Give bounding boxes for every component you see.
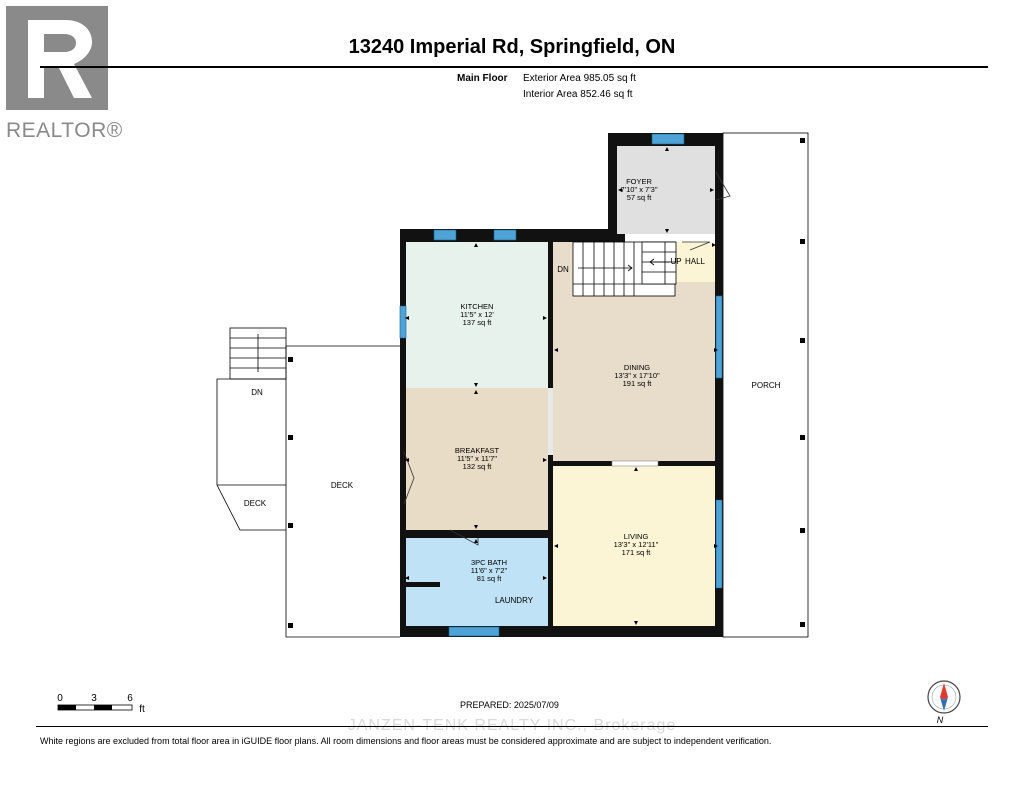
realtor-logo-mark xyxy=(6,6,108,110)
wall-bath-laundry xyxy=(404,582,440,587)
footer-divider xyxy=(36,726,988,727)
floor-name: Main Floor xyxy=(457,73,508,84)
dining-dims: 13'3" x 17'10" xyxy=(614,371,660,380)
deck-label: DECK xyxy=(331,481,354,490)
door-opening-living xyxy=(611,460,659,467)
window-living xyxy=(715,499,723,589)
wall-right xyxy=(715,133,723,637)
bath-dims: 11'6" x 7'2" xyxy=(471,566,508,575)
laundry-label: LAUNDRY xyxy=(495,596,534,605)
window-kitchen-2 xyxy=(493,229,517,241)
window-dining xyxy=(715,295,723,379)
door-hall xyxy=(682,241,711,251)
wall-foyer-left xyxy=(608,133,617,242)
foyer-name: FOYER xyxy=(626,177,652,186)
dining-area: 191 sq ft xyxy=(623,379,653,388)
outside-dn-label: DN xyxy=(251,388,263,397)
bath-area: 81 sq ft xyxy=(477,574,503,583)
kitchen-name: KITCHEN xyxy=(461,302,494,311)
scale-tick-6: 6 xyxy=(127,693,133,704)
wall-breakfast-bath xyxy=(404,530,553,538)
breakfast-name: BREAKFAST xyxy=(455,446,500,455)
opening xyxy=(548,388,553,455)
stair-up xyxy=(641,241,677,285)
scale-unit: ft xyxy=(139,704,145,715)
hall-fill xyxy=(676,242,717,282)
realtor-logo-text: REALTOR® xyxy=(6,119,123,142)
door-bath xyxy=(449,529,479,546)
bath-name: 3PC BATH xyxy=(471,558,507,567)
living-name: LIVING xyxy=(624,532,649,541)
kitchen-fill xyxy=(404,242,548,388)
living-area: 171 sq ft xyxy=(622,548,652,557)
exterior-area: Exterior Area 985.05 sq ft xyxy=(523,73,636,84)
wall-kitchen-dining xyxy=(548,242,553,388)
stairs-up-label: UP xyxy=(670,257,681,266)
scale-bar: 0 3 6 ft xyxy=(57,693,145,715)
interior-stairs xyxy=(572,241,677,297)
foyer-fill xyxy=(617,146,717,234)
foyer-dims: 7'10" x 7'3" xyxy=(621,185,658,194)
wall-bottom xyxy=(400,626,723,637)
page-title: 13240 Imperial Rd, Springfield, ON xyxy=(348,36,676,58)
compass-icon: N xyxy=(927,680,961,725)
foyer-area: 57 sq ft xyxy=(627,193,653,202)
wall-left xyxy=(400,229,406,637)
title-divider xyxy=(40,66,988,68)
deck-outline xyxy=(285,345,400,638)
outside-stairs xyxy=(229,327,287,380)
breakfast-area: 132 sq ft xyxy=(463,462,493,471)
stairs-dn-label: DN xyxy=(557,265,569,274)
interior-area: Interior Area 852.46 sq ft xyxy=(523,89,633,100)
dimension-arrows xyxy=(405,147,718,625)
r-glyph-icon xyxy=(28,20,92,98)
disclaimer: White regions are excluded from total fl… xyxy=(40,736,772,746)
breakfast-fill xyxy=(404,388,548,530)
wall-center-lower xyxy=(548,455,553,626)
compass-north: N xyxy=(937,715,944,725)
windows xyxy=(399,133,723,637)
scale-tick-0: 0 xyxy=(57,693,63,704)
door-foyer-exterior xyxy=(715,171,731,201)
brokerage-watermark: JANZEN-TENK REALTY INC., Brokerage xyxy=(347,717,677,734)
window-foyer xyxy=(651,133,685,145)
breakfast-dims: 11'5" x 11'7" xyxy=(457,454,497,463)
hall-label: HALL xyxy=(685,257,706,266)
living-fill xyxy=(553,466,719,626)
window-kitchen-side xyxy=(399,305,407,339)
kitchen-area: 137 sq ft xyxy=(463,318,493,327)
prepared-date: PREPARED: 2025/07/09 xyxy=(460,700,559,710)
scale-tick-3: 3 xyxy=(91,693,97,704)
living-dims: 13'3" x 12'11" xyxy=(614,540,659,549)
window-bath xyxy=(448,626,500,637)
porch-label: PORCH xyxy=(752,381,781,390)
kitchen-dims: 11'5" x 12' xyxy=(460,310,494,319)
realtor-logo: REALTOR® xyxy=(6,6,122,142)
posts xyxy=(288,138,805,628)
window-kitchen-1 xyxy=(433,229,457,241)
side-deck-label: DECK xyxy=(244,499,267,508)
outside-structures xyxy=(216,132,809,638)
dining-name: DINING xyxy=(624,363,650,372)
